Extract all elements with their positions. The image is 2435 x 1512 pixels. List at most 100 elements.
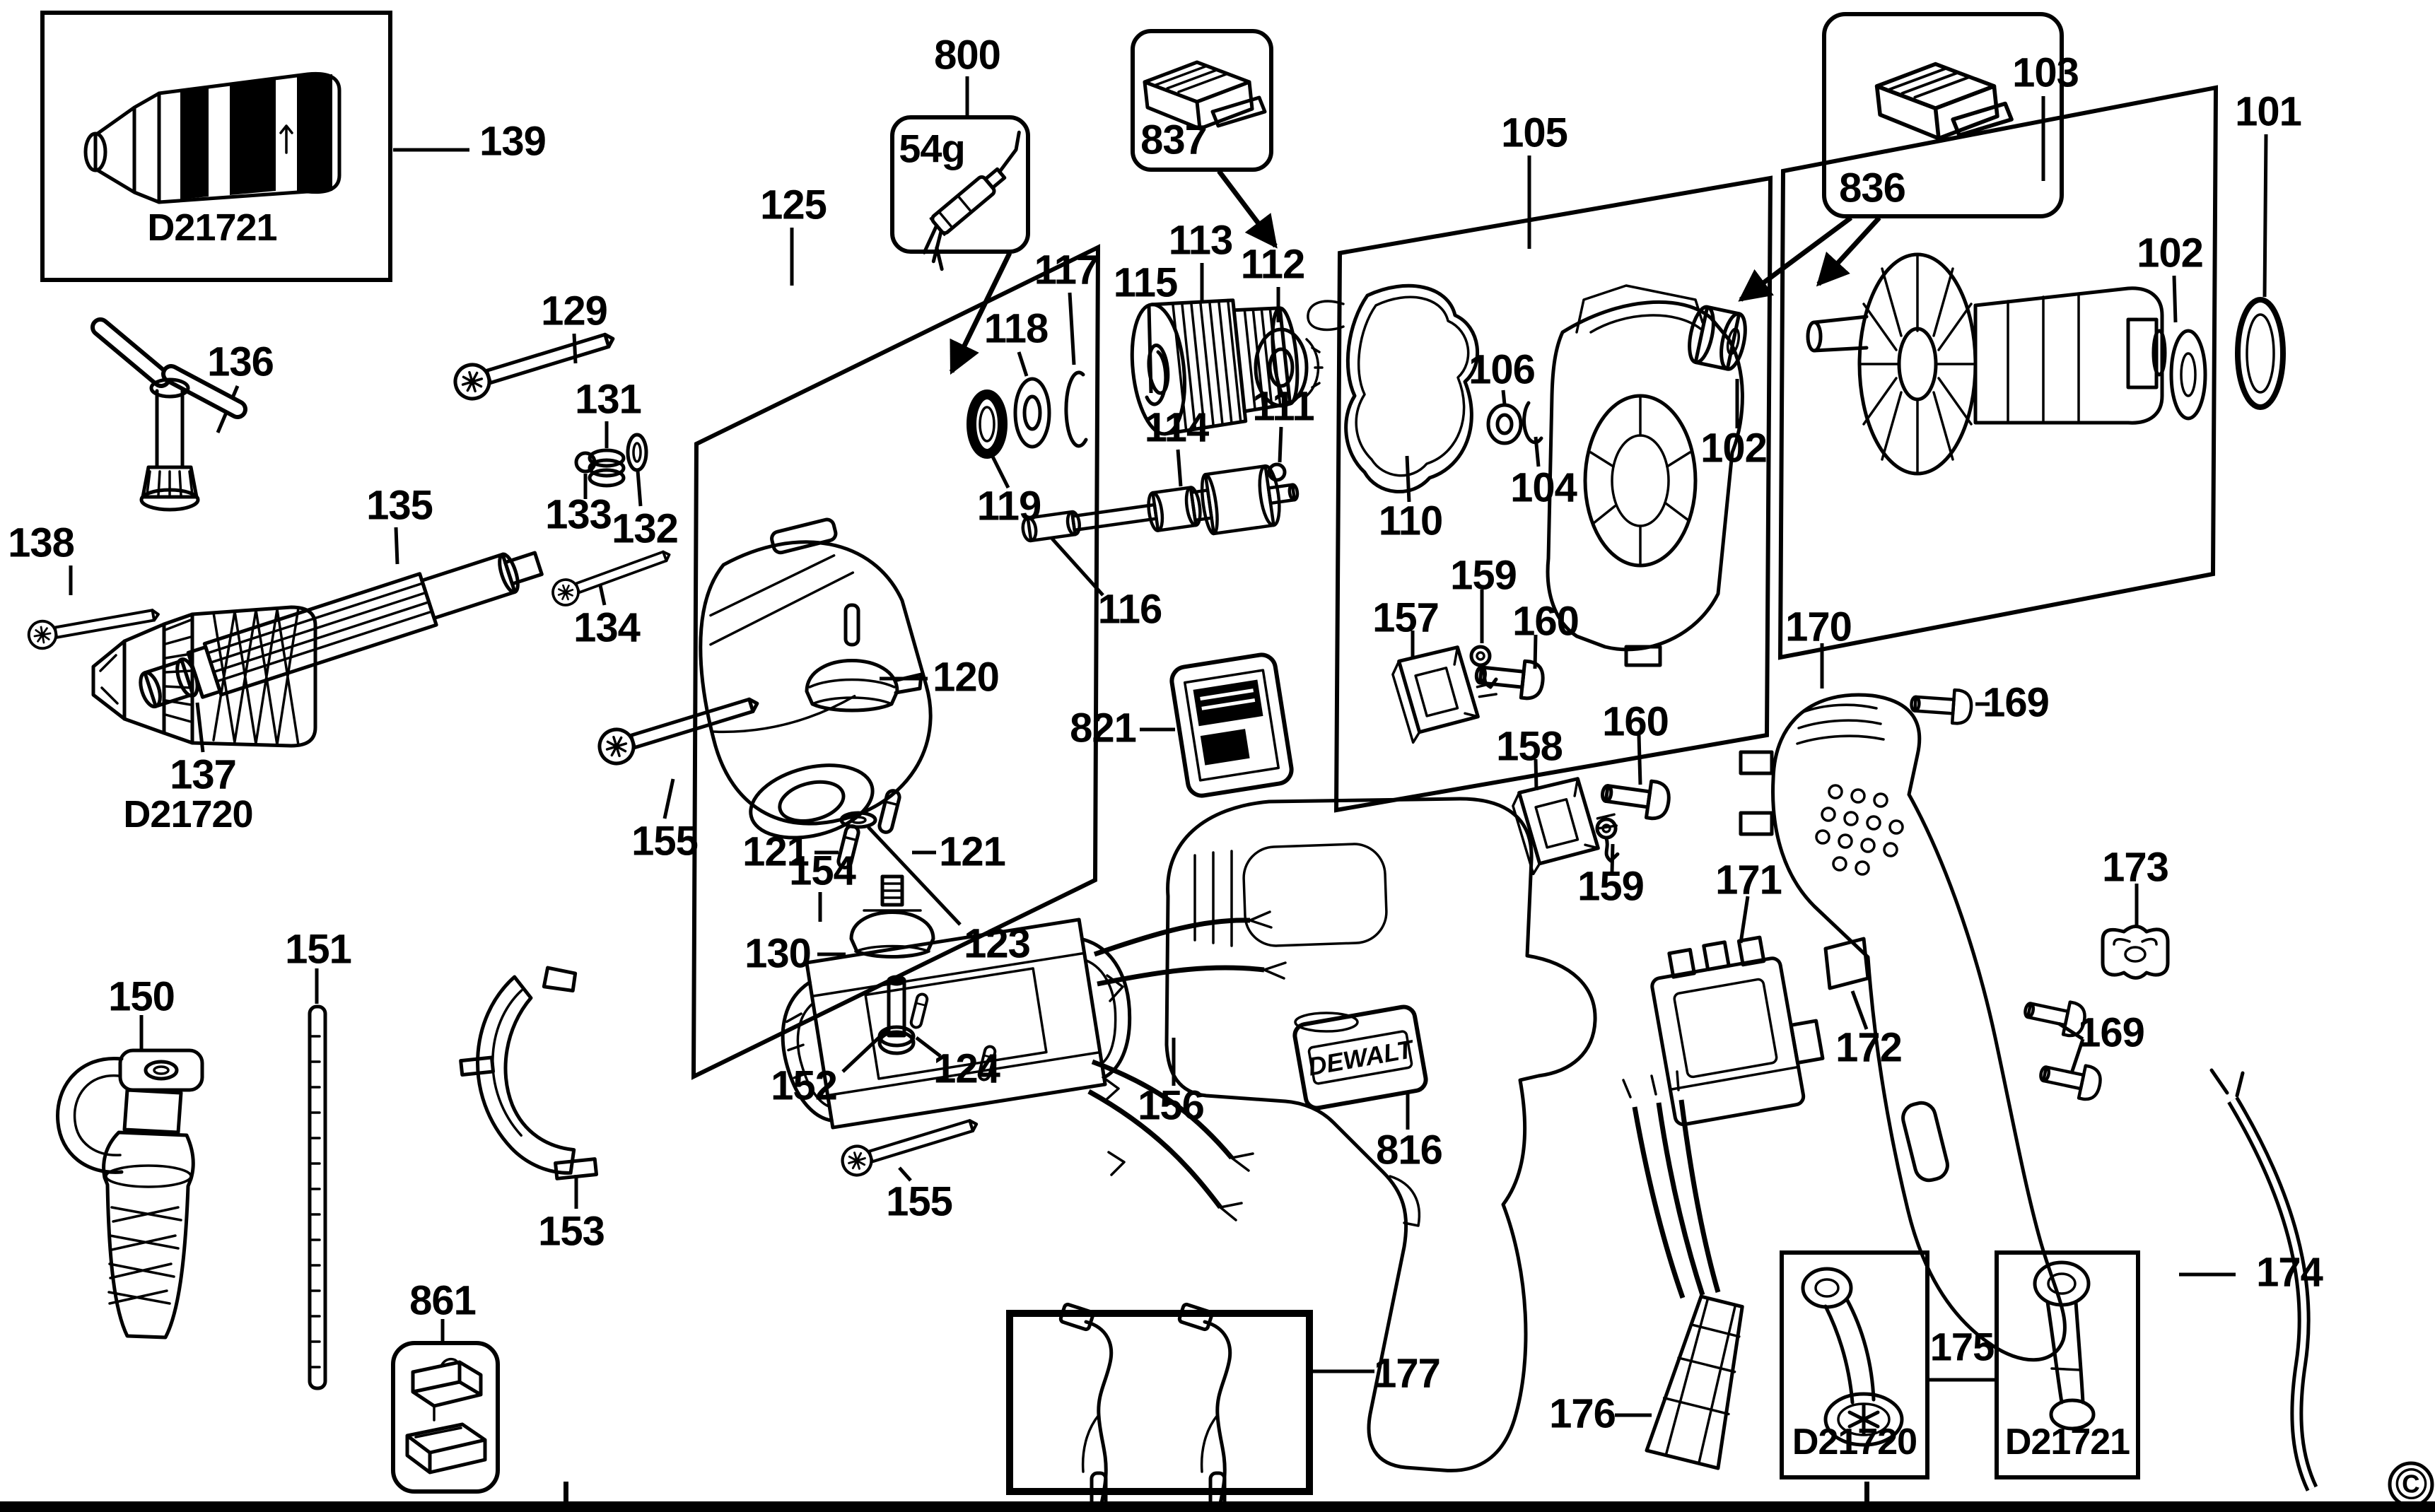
part-callout-821: 821 xyxy=(1070,705,1137,751)
depth-rod-151-icon xyxy=(308,1004,327,1390)
ring-101-icon xyxy=(2235,297,2286,410)
part-callout-D21721: D21721 xyxy=(147,206,277,249)
part-callout-124: 124 xyxy=(933,1045,1000,1092)
part-callout-159: 159 xyxy=(1450,552,1517,599)
part-callout-139: 139 xyxy=(479,118,547,165)
part-callout-131: 131 xyxy=(575,376,642,423)
field-wires-icon xyxy=(1087,918,1265,1209)
part-callout-133: 133 xyxy=(545,491,612,538)
assembly-box-103 xyxy=(1777,85,2219,660)
kit836-arrow xyxy=(1738,216,1853,302)
variant-box-d21720 xyxy=(1780,1250,1929,1479)
part-callout-150: 150 xyxy=(108,973,175,1020)
part-callout-136: 136 xyxy=(207,339,274,385)
variant-box-d21721 xyxy=(1995,1250,2140,1479)
part-callout-101: 101 xyxy=(2235,88,2302,135)
kitbox-861-icon xyxy=(405,1357,487,1475)
part-callout-D21720: D21720 xyxy=(1792,1422,1917,1463)
grease-tube-icon xyxy=(922,130,1021,271)
part-callout-111: 111 xyxy=(1252,383,1314,430)
part-callout-171: 171 xyxy=(1715,857,1782,903)
washer-102-icon xyxy=(2169,329,2207,421)
part-callout-102: 102 xyxy=(2137,230,2204,276)
grease-arrow xyxy=(949,252,1012,375)
part-callout-836: 836 xyxy=(1839,165,1906,211)
kit837-arrow xyxy=(1217,169,1278,249)
warning-label-icon xyxy=(1169,652,1294,798)
copyright-circle xyxy=(2388,1461,2434,1508)
part-callout-156: 156 xyxy=(1138,1082,1205,1129)
part-callout-132: 132 xyxy=(612,505,679,552)
part-callout-113: 113 xyxy=(1168,217,1234,264)
part-callout-155: 155 xyxy=(886,1178,953,1225)
kit-box-837 xyxy=(1131,29,1273,172)
footer-bar xyxy=(0,1501,2435,1512)
arrow-layer xyxy=(949,169,1881,375)
part-callout-138: 138 xyxy=(8,520,75,566)
part-callout-c: © xyxy=(2395,1460,2428,1509)
part-callout-154: 154 xyxy=(789,848,856,894)
assembly-box-105 xyxy=(1333,175,1773,813)
chuck-key-icon xyxy=(90,317,247,512)
cord-protector-176-icon xyxy=(1645,1294,1744,1470)
part-callout-120: 120 xyxy=(933,654,1000,701)
part-callout-837: 837 xyxy=(1140,117,1208,163)
seal-119-icon xyxy=(967,389,1008,459)
cam-130-icon xyxy=(849,874,935,959)
part-callout-172: 172 xyxy=(1835,1024,1903,1071)
footer-divider xyxy=(564,1482,568,1504)
spindle-icon xyxy=(139,551,544,709)
part-callout-169: 169 xyxy=(1983,679,2050,726)
wire-tips-icon xyxy=(1622,1070,1680,1098)
part-callout-54g: 54g xyxy=(899,126,965,171)
grease-kit-box xyxy=(890,115,1030,254)
part-callout-177: 177 xyxy=(1374,1350,1441,1397)
part-callout-153: 153 xyxy=(538,1208,605,1255)
part-callout-135: 135 xyxy=(366,482,433,529)
rear-handle-icon xyxy=(1739,693,2067,1362)
cord-grommet-d21720-icon xyxy=(1801,1267,1904,1447)
bearing-118-icon xyxy=(1013,377,1051,449)
variant-box-139 xyxy=(40,11,392,282)
kit836-arrow xyxy=(1816,216,1881,287)
part-callout-112: 112 xyxy=(1240,241,1306,288)
part-callout-119: 119 xyxy=(976,483,1042,529)
part-callout-105: 105 xyxy=(1501,110,1568,156)
part-callout-D21721: D21721 xyxy=(2004,1422,2130,1463)
bearing-112-icon xyxy=(1254,327,1324,408)
part-callout-155: 155 xyxy=(631,818,699,865)
part-callout-102: 102 xyxy=(1700,425,1768,471)
bearing-102-icon xyxy=(1688,305,1747,371)
part-callout-159: 159 xyxy=(1577,863,1645,910)
part-callout-170: 170 xyxy=(1785,604,1852,650)
part-callout-117: 117 xyxy=(1034,247,1099,293)
part-callout-121: 121 xyxy=(742,828,810,875)
spring-131-icon xyxy=(588,448,626,488)
motor-endbell-icon xyxy=(1546,284,1744,667)
washer-123-icon xyxy=(839,811,877,829)
switch-171-icon xyxy=(1650,935,1825,1127)
part-callout-D21720: D21720 xyxy=(123,793,253,836)
switch-wires-icon xyxy=(1632,1099,1721,1299)
part-callout-175: 175 xyxy=(1929,1324,1995,1369)
ball-111-icon xyxy=(1267,462,1287,482)
part-callout-106: 106 xyxy=(1468,346,1536,393)
armature-icon xyxy=(1806,252,2167,476)
gearbox-housing-icon xyxy=(699,517,933,840)
circlip-117-icon xyxy=(1064,370,1088,448)
cable-174-icon xyxy=(2209,1068,2318,1492)
part-callout-176: 176 xyxy=(1549,1390,1616,1437)
bearing-106-icon xyxy=(1486,403,1523,445)
circlip-104-icon xyxy=(1522,401,1543,445)
part-callout-152: 152 xyxy=(771,1062,838,1109)
cord-boot-d21721-icon xyxy=(2033,1260,2096,1431)
part-callout-800: 800 xyxy=(934,32,1001,78)
part-callout-115: 115 xyxy=(1113,259,1179,306)
kit-box-861 xyxy=(391,1341,500,1494)
part-callout-134: 134 xyxy=(573,604,641,651)
part-callout-104: 104 xyxy=(1510,464,1577,511)
spade-connectors-icon xyxy=(1102,910,1287,1221)
